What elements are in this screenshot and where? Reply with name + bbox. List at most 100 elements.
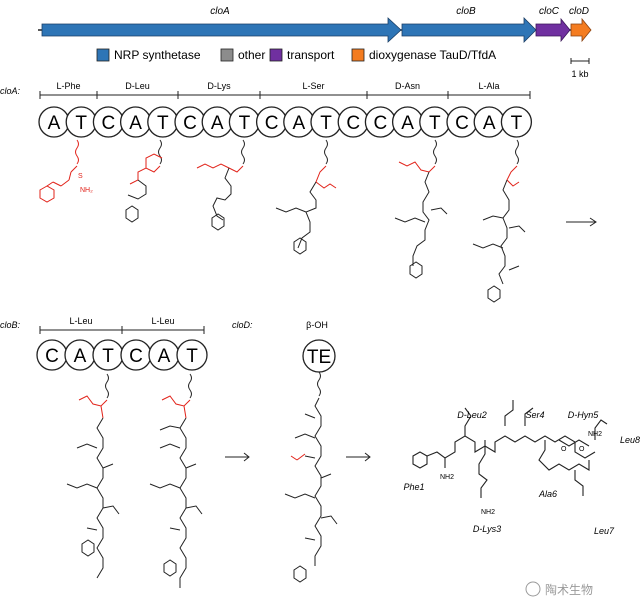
tetrapeptide-structure — [275, 139, 337, 255]
product-nh2-hyn-label: NH2 — [588, 431, 602, 438]
cloA-module-label-3: D-Lys — [207, 81, 231, 91]
legend-swatch-other — [220, 48, 234, 62]
cloA-domain-label-11: T — [320, 113, 332, 134]
scale-bar-label: 1 kb — [571, 69, 588, 79]
product-ester-o-label: O — [561, 446, 567, 453]
hydroxylated-intermediate-structure — [284, 371, 338, 583]
legend-label-transport: transport — [287, 48, 335, 62]
product-carbonyl-o-label: O — [579, 446, 585, 453]
scale-bar: 1 kb — [570, 58, 590, 79]
cloA-domain-label-16: C — [455, 113, 469, 134]
gene-label-cloC: cloC — [539, 6, 560, 17]
cloA-module-label-5: D-Asn — [395, 81, 420, 91]
te-domain: TE — [302, 339, 336, 373]
cloB-module-brackets: L-Leu L-Leu — [39, 316, 205, 334]
cloB-domain-label-6: T — [186, 346, 198, 367]
residue-label-ala6: Ala6 — [538, 489, 557, 499]
hexapeptide-structure — [472, 139, 526, 303]
phe-monomer-structure — [39, 139, 79, 203]
pentapeptide-structure — [394, 139, 448, 279]
product-nh2-lys-label: NH2 — [481, 509, 495, 516]
cloB-domain-label-5: A — [158, 346, 171, 367]
watermark: 陶术生物 — [525, 581, 593, 597]
cloA-domain-label-17: A — [483, 113, 496, 134]
residue-label-d-leu2: D-Leu2 — [457, 410, 487, 420]
watermark-logo-icon — [525, 581, 541, 597]
cloA-module-brackets: L-Phe D-Leu D-Lys L-Ser D-Asn L-Ala — [39, 81, 531, 99]
heptapeptide-structure — [66, 373, 120, 579]
cloA-module-label-4: L-Ser — [302, 81, 324, 91]
gene-label-cloA: cloA — [210, 6, 230, 17]
cloB-domain-label-2: A — [74, 346, 87, 367]
gene-arrow-cloA — [41, 17, 402, 43]
residue-label-ser4: Ser4 — [525, 410, 544, 420]
cloA-domain-label-4: A — [129, 113, 142, 134]
cloA-domain-label-10: A — [292, 113, 305, 134]
cloB-domain-label-1: C — [45, 346, 59, 367]
cloB-domain-circle-6 — [176, 339, 208, 371]
cloB-thioester-intermediates — [66, 373, 203, 588]
cloA-domain-label-3: C — [102, 113, 116, 134]
cloA-domain-label-1: A — [48, 113, 61, 134]
cloA-domain-label-7: A — [211, 113, 224, 134]
legend-label-other: other — [238, 48, 265, 62]
phe-leu-dipeptide-structure — [125, 139, 163, 223]
product-nh2-phe-label: NH2 — [440, 474, 454, 481]
arrow-cloA-to-cloB — [566, 217, 597, 227]
clovibactin-structure — [412, 400, 608, 498]
gene-label-cloB: cloB — [456, 6, 476, 17]
cloA-domain-label-15: T — [429, 113, 441, 134]
cloD-row-label: cloD: — [232, 320, 253, 330]
residue-label-leu7: Leu7 — [594, 526, 615, 536]
gene-arrow-cloD — [570, 17, 592, 43]
legend-swatch-transport — [269, 48, 283, 62]
cloA-domain-label-6: C — [183, 113, 197, 134]
legend-swatch-dioxygenase — [351, 48, 365, 62]
gene-arrow-cloB — [401, 17, 537, 43]
phe-leu-lys-tripeptide-structure — [196, 139, 245, 231]
cloA-module-label-1: L-Phe — [56, 81, 80, 91]
phe-ring — [412, 451, 428, 469]
watermark-text: 陶术生物 — [545, 582, 593, 597]
phe-s-atom: S — [78, 173, 83, 180]
scale-bar-line — [570, 58, 590, 64]
cloB-domain-label-4: C — [129, 346, 143, 367]
gene-cluster: cloA cloB cloC cloD — [38, 6, 592, 43]
cloA-module-label-2: D-Leu — [125, 81, 150, 91]
residue-label-leu8: Leu8 — [620, 435, 640, 445]
phe-nh2-label: NH₂ — [80, 187, 93, 194]
legend-label-dioxygenase: dioxygenase TauD/TfdA — [369, 48, 496, 62]
arrow-cloB-to-cloD — [225, 452, 250, 462]
octapeptide-structure — [149, 373, 203, 588]
cloA-domain-label-8: T — [239, 113, 251, 134]
legend: NRP synthetase other transport dioxygena… — [96, 48, 496, 62]
arrow-cloD-to-product — [346, 452, 371, 462]
cloA-thioester-intermediates: S NH₂ — [39, 139, 526, 303]
legend-label-nrp: NRP synthetase — [114, 48, 201, 62]
cloA-domain-label-5: T — [157, 113, 169, 134]
gene-label-cloD: cloD — [569, 6, 589, 17]
te-domain-label: TE — [307, 347, 331, 368]
product-labels: D-Leu2 Ser4 D-Hyn5 Leu8 Phe1 D-Lys3 Ala6… — [403, 410, 640, 536]
residue-label-d-hyn5: D-Hyn5 — [568, 410, 600, 420]
cloB-row-label: cloB: — [0, 320, 21, 330]
cloA-module-label-6: L-Ala — [478, 81, 499, 91]
cloA-row-label: cloA: — [0, 86, 21, 96]
legend-swatch-nrp — [96, 48, 110, 62]
cloB-module-label-2: L-Leu — [151, 316, 174, 326]
gene-arrow-cloC — [535, 17, 571, 43]
cloA-domain-label-12: C — [346, 113, 360, 134]
cloA-domain-label-13: C — [374, 113, 388, 134]
cloA-domain-label-18: T — [511, 113, 523, 134]
cloD-modification-label: β-OH — [306, 320, 328, 330]
residue-label-phe1: Phe1 — [403, 482, 424, 492]
cloB-module-label-1: L-Leu — [69, 316, 92, 326]
cloA-domain-circle-18 — [500, 106, 533, 138]
cloA-domain-label-9: C — [265, 113, 279, 134]
cloB-domain-label-3: T — [102, 346, 114, 367]
cloA-domain-label-2: T — [75, 113, 87, 134]
cloA-domain-label-14: A — [401, 113, 414, 134]
